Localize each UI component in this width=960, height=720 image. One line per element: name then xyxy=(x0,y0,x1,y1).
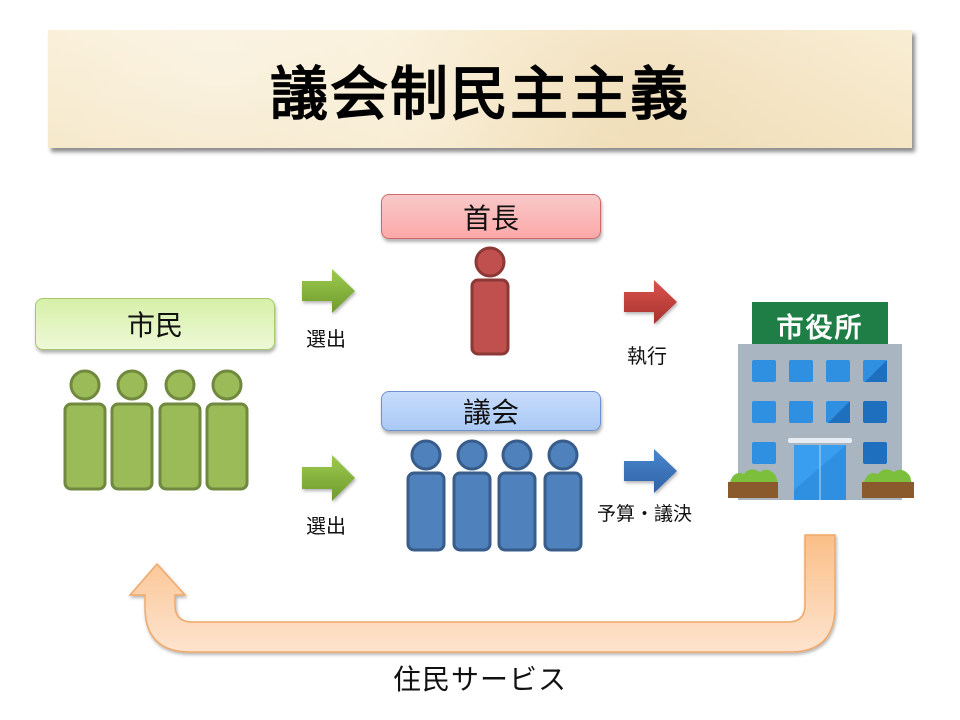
city-hall-sign xyxy=(752,302,888,344)
page-title: 議会制民主主義 xyxy=(269,60,690,128)
citizen-person-icon xyxy=(110,369,154,491)
citizen-person-icon xyxy=(205,369,249,491)
city-hall-planter-left xyxy=(728,469,778,498)
city-hall-illustration xyxy=(728,302,914,500)
city-hall-planter-right xyxy=(862,469,914,498)
council-member-icon xyxy=(452,439,492,552)
council-label: 議会 xyxy=(462,396,519,429)
council-member-icon xyxy=(406,439,446,552)
title-banner: 議会制民主主義 xyxy=(48,30,912,148)
city-hall-building-icon: 市役所 xyxy=(720,300,920,505)
council-member-icon xyxy=(543,439,583,552)
citizen-person-icon xyxy=(63,369,107,491)
council-label-box: 議会 xyxy=(381,391,601,431)
execute-arrow-icon xyxy=(624,280,677,324)
citizen-label: 市民 xyxy=(126,309,183,342)
citizen-group-icon xyxy=(63,369,249,491)
city-hall-sign-label: 市役所 xyxy=(776,312,864,344)
budget-resolution-arrow-icon xyxy=(624,449,677,493)
council-group-icon xyxy=(406,439,583,552)
budget-resolution-caption: 予算・議決 xyxy=(597,503,693,525)
council-member-icon xyxy=(497,439,537,552)
execute-caption: 執行 xyxy=(627,344,667,368)
citizen-person-icon xyxy=(158,369,202,491)
elect-council-arrow-icon xyxy=(302,455,355,501)
elect-mayor-caption: 選出 xyxy=(306,327,346,351)
citizen-label-box: 市民 xyxy=(35,298,275,350)
resident-services-caption: 住民サービス xyxy=(392,663,567,696)
mayor-label-box: 首長 xyxy=(381,194,601,239)
resident-services-arrow-icon xyxy=(128,534,836,653)
mayor-person-icon xyxy=(470,246,510,356)
city-hall-canopy xyxy=(788,438,852,443)
mayor-label: 首長 xyxy=(462,201,519,235)
elect-council-caption: 選出 xyxy=(306,514,346,538)
elect-mayor-arrow-icon xyxy=(302,269,355,313)
